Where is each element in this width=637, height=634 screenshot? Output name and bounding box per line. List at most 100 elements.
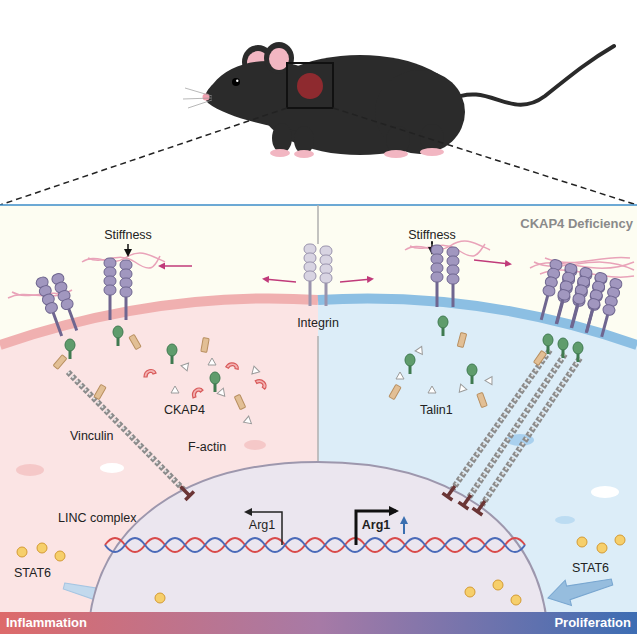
panel-heading: CKAP4 Deficiency [520, 216, 633, 231]
mouse [183, 42, 614, 158]
talin [405, 354, 415, 374]
vinculin [457, 332, 466, 347]
outcome-label: Inflammation [6, 615, 87, 630]
talin [113, 326, 123, 346]
ckap4 [226, 360, 240, 372]
g-actin [171, 386, 179, 393]
outcome-label: Proliferation [554, 615, 631, 630]
integrin [431, 245, 459, 307]
vinculin [477, 392, 487, 407]
part-label: F-actin [188, 440, 226, 455]
zoom-lines [0, 108, 637, 205]
stat6 [577, 537, 587, 547]
organelle [16, 464, 44, 476]
mouse-leg [272, 123, 292, 153]
mouse-paw [384, 150, 408, 158]
f-actin [452, 350, 550, 490]
mouse-whiskers [183, 88, 212, 108]
tumor-spot [297, 73, 323, 99]
g-actin [217, 387, 227, 396]
talin [210, 372, 220, 392]
f-actin [68, 372, 184, 490]
g-actin [428, 386, 436, 393]
part-label: STAT6 [572, 561, 609, 576]
stat6 [17, 547, 27, 557]
organelle [591, 486, 619, 498]
g-actin [415, 345, 425, 355]
mouse-leg [294, 126, 314, 154]
organelle [100, 463, 124, 473]
vinculin [201, 338, 209, 353]
vinculin [129, 334, 141, 349]
progression-arrow [474, 260, 510, 264]
ckap4 [190, 387, 204, 398]
mouse-eye-highlight [236, 80, 238, 82]
integrin-cluster [580, 271, 623, 338]
g-actin [208, 358, 216, 365]
translocation-arrow [545, 569, 615, 610]
talin [438, 316, 448, 336]
stat6 [37, 543, 47, 553]
nucleus-envelope [88, 462, 548, 634]
part-label: CKAP4 [164, 403, 205, 418]
g-actin [485, 375, 495, 385]
ckap4 [255, 377, 267, 391]
stat6 [55, 551, 65, 561]
stiffness-arrow [127, 244, 129, 255]
talin [558, 338, 568, 358]
progression-arrow [160, 265, 192, 267]
ckap4 [144, 370, 156, 377]
gene-label: Arg1 [249, 518, 275, 532]
f-actin [468, 354, 565, 499]
mouse-head [205, 61, 305, 132]
stat6 [615, 535, 625, 545]
talin [573, 342, 583, 362]
zoom-box [287, 63, 333, 108]
mouse-paw [420, 148, 444, 156]
vinculin [389, 384, 401, 399]
panel-divider [317, 205, 319, 462]
gene-label: Arg1 [362, 518, 390, 532]
talin [167, 344, 177, 364]
progression-arrow [340, 279, 372, 282]
mouse-tail [450, 46, 614, 105]
progression-arrow [264, 279, 296, 282]
integrin [104, 258, 132, 320]
talin [65, 339, 75, 359]
mouse-paw [270, 149, 290, 157]
f-actin [452, 350, 550, 490]
node-outline [88, 460, 548, 634]
mouse-leg [386, 126, 410, 154]
f-actin [68, 372, 184, 490]
vinculin [234, 394, 245, 409]
vinculin [53, 355, 67, 370]
stat6 [597, 543, 607, 553]
organelle [244, 440, 266, 450]
part-label: LINC complex [58, 511, 137, 526]
f-actin [482, 358, 580, 505]
part-label: Vinculin [70, 429, 114, 444]
part-label: Talin1 [420, 403, 453, 418]
vinculin [94, 384, 106, 399]
f-actin [468, 354, 565, 499]
part-label: STAT6 [14, 566, 51, 581]
mouse-leg [420, 124, 444, 152]
g-actin [250, 365, 260, 374]
nucleus: Arg1 Arg1 [88, 460, 548, 634]
part-label: Integrin [297, 316, 339, 331]
vinculin [534, 351, 547, 366]
mouse-eye [232, 78, 240, 86]
integrin [35, 270, 83, 338]
talin [467, 364, 477, 384]
mouse-ear [264, 42, 294, 74]
g-actin [396, 372, 404, 379]
integrin-center [304, 244, 332, 306]
part-label: Stiffness [408, 228, 456, 243]
extracellular-background [0, 205, 637, 634]
g-actin [457, 383, 467, 392]
outcome-bar: Inflammation Proliferation [0, 612, 637, 634]
talin [543, 334, 553, 354]
g-actin [181, 360, 192, 371]
mouse-haunch [375, 70, 465, 154]
